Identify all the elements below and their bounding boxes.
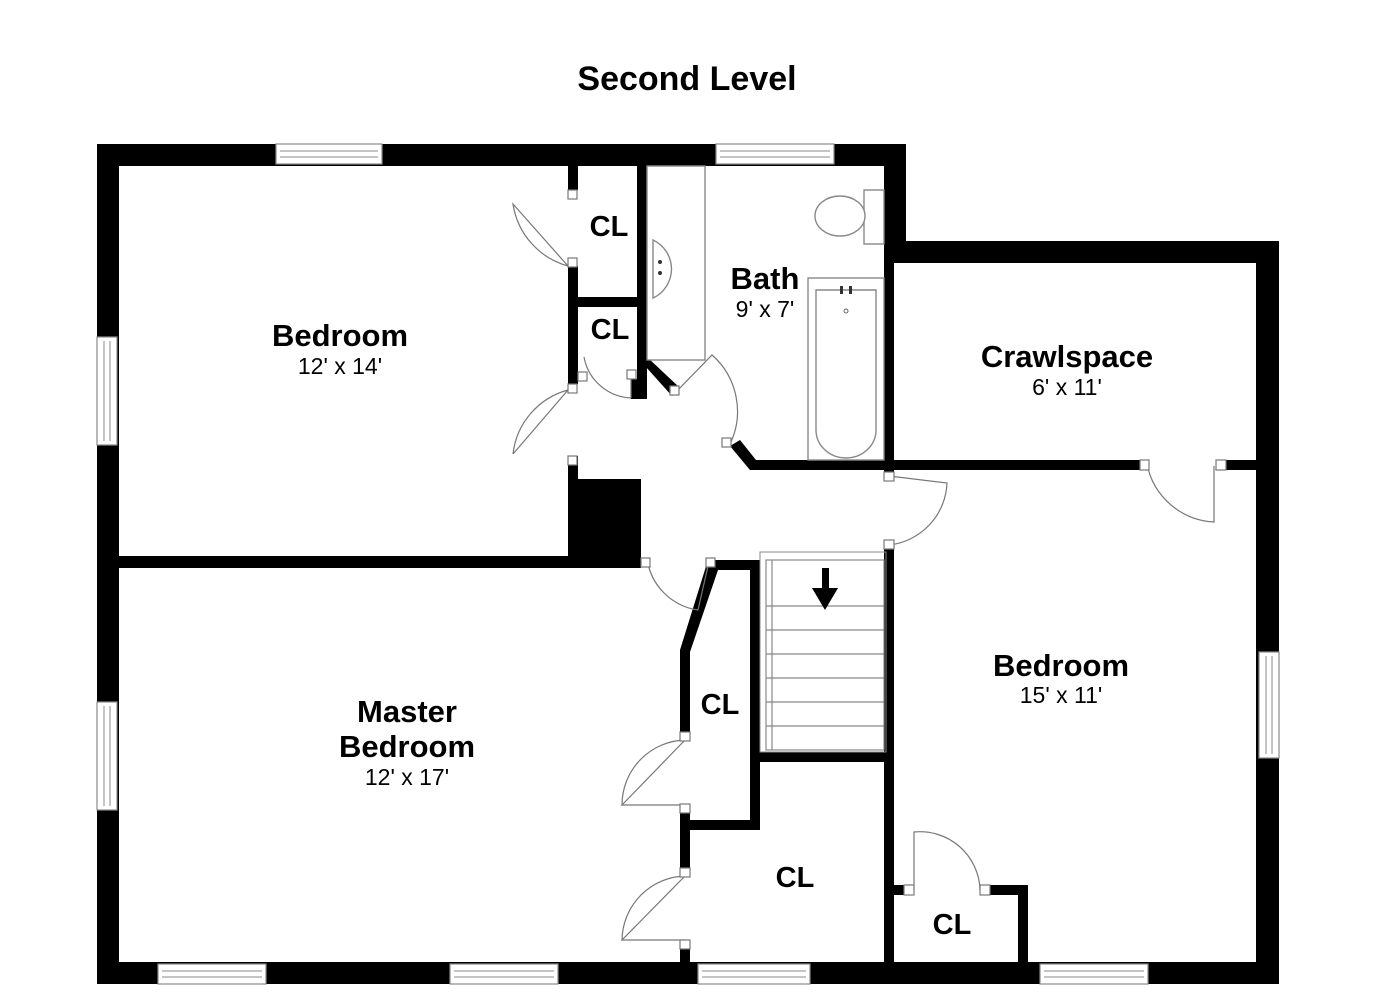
bath-fixtures [646,165,885,461]
room-name-line1: Master [357,694,457,729]
window [697,963,811,985]
windows [96,143,1280,985]
room-name: Bath [731,261,800,296]
wall-east [1256,241,1279,984]
room-bedroom-e: Bedroom 15' x 11' [993,648,1129,708]
window [1039,963,1149,985]
room-bath: Bath 9' x 7' [731,261,800,322]
wall-west [97,144,119,984]
door-swing [903,831,991,896]
room-dimensions: 12' x 14' [298,353,382,379]
wall-north-step [884,144,906,262]
window [1258,651,1280,759]
window [275,143,383,165]
door-swing [883,471,948,550]
door-swing [512,383,578,466]
closet-label: CL [591,314,630,346]
sink-icon [652,238,673,300]
down-arrow-icon [812,568,838,610]
room-name: Crawlspace [981,339,1153,374]
toilet-tank [863,189,885,245]
door-swing [577,356,637,399]
room-dimensions: 12' x 17' [365,764,449,790]
closet-label: CL [701,689,740,721]
room-dimensions: 15' x 11' [1020,682,1103,708]
room-name-line2: Bedroom [339,729,475,764]
room-dimensions: 6' x 11' [1032,374,1102,400]
door-swing [620,731,691,814]
door-swing [620,867,691,950]
closet-label: CL [933,909,972,941]
room-master-bedroom: Master Bedroom 12' x 17' [339,694,475,790]
window [715,143,835,165]
floor-title: Second Level [577,60,796,98]
window [157,963,267,985]
wall-crawl-north [884,241,1279,263]
room-bedroom-nw: Bedroom 12' x 14' [272,318,408,379]
window [96,701,118,811]
window [449,963,559,985]
bathtub-icon [815,289,877,459]
door-swing [1139,459,1227,523]
toilet-icon [814,195,866,237]
door-swing [669,354,739,448]
closet-label: CL [776,862,815,894]
room-dimensions: 9' x 7' [736,296,795,322]
stairs [759,551,887,753]
room-name: Bedroom [272,318,408,353]
door-swing [512,189,578,268]
door-swing [640,557,716,611]
doors [512,189,1227,950]
window [96,336,118,446]
wall-south [97,962,1279,984]
room-crawlspace: Crawlspace 6' x 11' [981,339,1153,400]
room-name: Bedroom [993,648,1129,683]
chimney-block [568,479,641,568]
closet-label: CL [590,211,629,243]
